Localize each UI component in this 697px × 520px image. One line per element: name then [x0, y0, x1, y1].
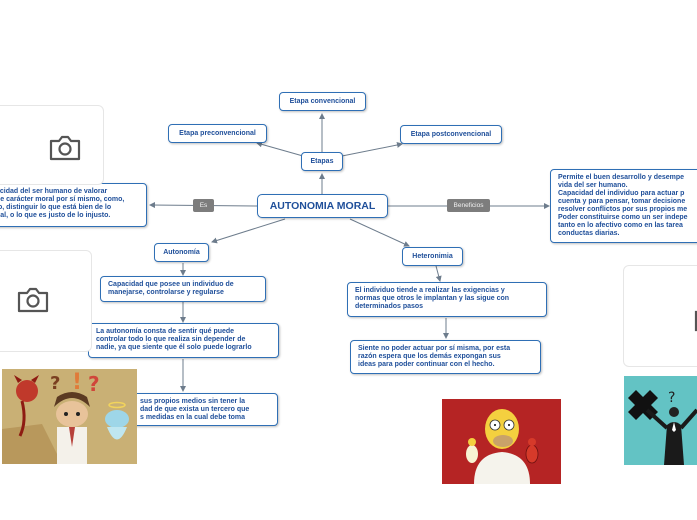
autonomia-node[interactable]: Autonomía [154, 243, 209, 262]
svg-text:!: ! [72, 370, 82, 395]
beneficios-tag: Beneficios [447, 199, 490, 212]
etapa-postconvencional-node[interactable]: Etapa postconvencional [400, 125, 502, 144]
es-definition-node[interactable]: acidad del ser humano de valorar de cará… [0, 183, 147, 227]
heteronomia-text-1[interactable]: El individuo tiende a realizar las exige… [347, 282, 547, 317]
svg-text:?: ? [50, 373, 60, 394]
decision-image: ? [624, 376, 697, 465]
homer-dilemma-image [442, 399, 561, 484]
central-topic[interactable]: AUTONOMIA MORAL [257, 194, 388, 218]
heteronomia-node[interactable]: Heteronimia [402, 247, 463, 266]
autonomia-text-2[interactable]: La autonomía consta de sentir qué puede … [88, 323, 279, 358]
etapa-convencional-node[interactable]: Etapa convencional [279, 92, 366, 111]
camera-icon [16, 285, 50, 315]
etapas-node[interactable]: Etapas [301, 152, 343, 171]
image-placeholder [0, 250, 92, 352]
devil-angel-cartoon-image: ! ? ? [2, 369, 137, 464]
image-placeholder [623, 265, 697, 367]
autonomia-text-1[interactable]: Capacidad que posee un individuo de mane… [100, 276, 266, 302]
autonomia-text-3[interactable]: sus propios medios sin tener la dad de q… [132, 393, 278, 426]
svg-text:?: ? [88, 372, 100, 396]
etapa-preconvencional-node[interactable]: Etapa preconvencional [168, 124, 267, 143]
heteronomia-text-2[interactable]: Siente no poder actuar por sí misma, por… [350, 340, 541, 374]
beneficios-node[interactable]: Permite el buen desarrollo y desempe vid… [550, 169, 697, 243]
question-icon: ? [668, 390, 675, 406]
image-placeholder [0, 105, 104, 185]
es-tag: Es [193, 199, 214, 212]
camera-icon [692, 304, 697, 334]
camera-icon [48, 133, 82, 163]
